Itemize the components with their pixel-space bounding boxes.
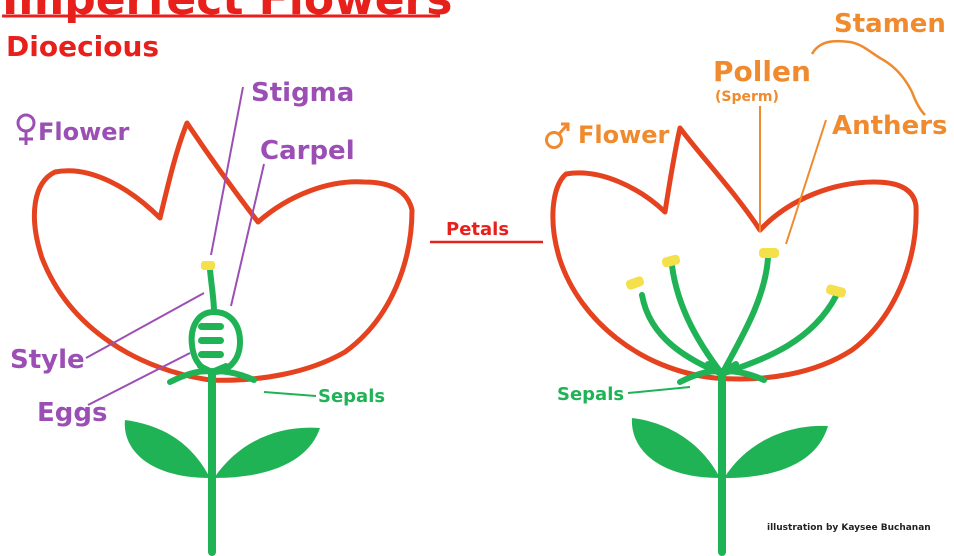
anthers-pointer	[786, 120, 826, 244]
eggs-label: Eggs	[37, 398, 107, 428]
female-flower: Flower Stigma Carpel Style Eggs Sepals	[10, 78, 412, 552]
female-style	[210, 270, 214, 312]
male-flower-label: Flower	[547, 121, 670, 149]
egg	[198, 323, 224, 330]
style-pointer	[86, 293, 204, 358]
illustration-credit: illustration by Kaysee Buchanan	[767, 523, 931, 533]
egg	[198, 351, 224, 358]
male-flower-label-text: Flower	[578, 121, 670, 149]
stigma-label: Stigma	[251, 78, 354, 108]
diagram-title: Imperfect Flowers	[2, 0, 452, 25]
anther	[759, 248, 779, 258]
style-label: Style	[10, 345, 85, 375]
anthers-label: Anthers	[832, 111, 948, 141]
diagram-subtitle: Dioecious	[6, 30, 159, 63]
male-petal-outline	[553, 128, 916, 379]
anther	[661, 254, 681, 268]
female-sepals-label: Sepals	[318, 386, 385, 407]
male-sepals-label: Sepals	[557, 384, 624, 405]
stamen-label: Stamen	[834, 9, 946, 39]
stigma-pointer	[211, 87, 243, 255]
sperm-label: (Sperm)	[715, 89, 779, 105]
male-right-leaf	[724, 426, 828, 478]
filament	[672, 266, 722, 374]
pollen-label: Pollen	[713, 55, 811, 88]
anther	[625, 275, 645, 291]
female-sepals-pointer	[264, 392, 316, 396]
female-right-leaf	[214, 428, 320, 478]
female-stigma	[201, 261, 215, 270]
carpel-label: Carpel	[260, 136, 355, 166]
female-left-leaf	[125, 420, 210, 478]
female-flower-label-text: Flower	[38, 118, 130, 146]
male-left-leaf	[632, 418, 720, 478]
stamen-brace	[812, 41, 925, 115]
male-flower: Flower Stamen Pollen (Sperm) Anthers Sep…	[547, 9, 948, 552]
carpel-pointer	[231, 164, 264, 306]
female-flower-label: Flower	[18, 115, 130, 146]
petals-callout: Petals	[430, 219, 543, 242]
filament	[722, 296, 836, 374]
male-sepals-pointer	[628, 387, 690, 393]
petals-label: Petals	[446, 219, 509, 240]
egg	[198, 337, 224, 344]
